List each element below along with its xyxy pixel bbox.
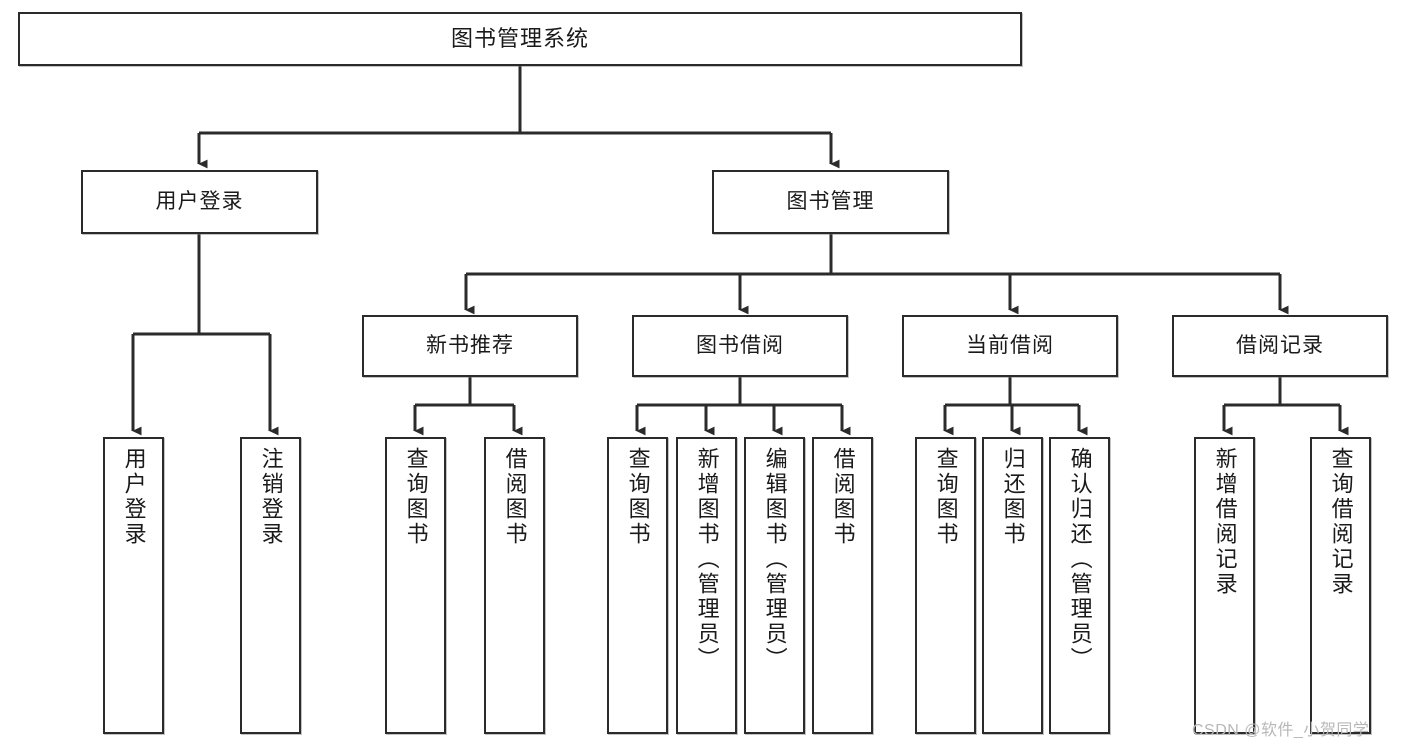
node-label: 借阅图书	[830, 447, 856, 547]
node-label: 查询图书	[933, 447, 959, 547]
node-label: 查询借阅记录	[1328, 447, 1354, 597]
node-label: 用户登录	[155, 189, 244, 213]
leaf-book-borrow-add-book-admin[interactable]: 新增图书（管理员）	[676, 437, 737, 734]
leaf-new-book-query-book[interactable]: 查询图书	[385, 437, 446, 734]
node-book-management[interactable]: 图书管理	[712, 170, 949, 234]
watermark: CSDN @软件_小贺同学	[1192, 722, 1370, 739]
node-label: 借阅记录	[1236, 333, 1324, 357]
node-label: 图书管理	[786, 189, 875, 213]
node-borrow-record[interactable]: 借阅记录	[1172, 315, 1388, 377]
node-root-book-management-system[interactable]: 图书管理系统	[18, 12, 1022, 66]
leaf-borrow-record-query-record[interactable]: 查询借阅记录	[1310, 437, 1371, 734]
leaf-book-borrow-query-book[interactable]: 查询图书	[607, 437, 668, 734]
node-new-book-recommend[interactable]: 新书推荐	[362, 315, 578, 377]
node-label: 借阅图书	[502, 447, 528, 547]
node-label: 注销登录	[258, 447, 284, 547]
node-label: 新书推荐	[426, 333, 514, 357]
leaf-user-login-login[interactable]: 用户登录	[103, 437, 164, 734]
node-label: 查询图书	[403, 447, 429, 547]
node-label: 归还图书	[1000, 447, 1026, 547]
node-user-login[interactable]: 用户登录	[81, 170, 318, 234]
leaf-current-borrow-query-book[interactable]: 查询图书	[915, 437, 976, 734]
leaf-book-borrow-edit-book-admin[interactable]: 编辑图书（管理员）	[744, 437, 805, 734]
node-label: 当前借阅	[966, 333, 1054, 357]
node-label: 查询图书	[625, 447, 651, 547]
node-current-borrow[interactable]: 当前借阅	[902, 315, 1118, 377]
leaf-book-borrow-borrow-book[interactable]: 借阅图书	[812, 437, 873, 734]
node-label: 新增图书（管理员）	[694, 447, 720, 672]
leaf-new-book-borrow-book[interactable]: 借阅图书	[484, 437, 545, 734]
node-label: 编辑图书（管理员）	[762, 447, 788, 672]
leaf-current-borrow-return-book[interactable]: 归还图书	[982, 437, 1043, 734]
node-label: 用户登录	[121, 447, 147, 547]
node-label: 确认归还（管理员）	[1067, 447, 1093, 672]
leaf-user-login-logout[interactable]: 注销登录	[240, 437, 301, 734]
node-label: 图书管理系统	[450, 26, 589, 52]
leaf-current-borrow-confirm-return-admin[interactable]: 确认归还（管理员）	[1049, 437, 1110, 734]
node-label: 新增借阅记录	[1212, 447, 1238, 597]
node-label: 图书借阅	[696, 333, 784, 357]
node-book-borrow[interactable]: 图书借阅	[632, 315, 848, 377]
leaf-borrow-record-add-record[interactable]: 新增借阅记录	[1194, 437, 1255, 734]
